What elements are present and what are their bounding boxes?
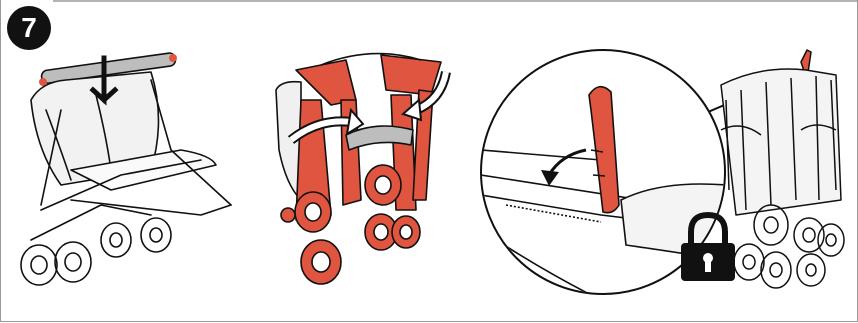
wheel	[295, 192, 331, 232]
wheel-axle	[31, 205, 151, 240]
wheel	[301, 240, 341, 284]
wheel	[754, 205, 788, 245]
panel-folded-frame	[276, 54, 441, 284]
handle-end-cap	[169, 54, 177, 62]
wheel-hub	[281, 208, 295, 222]
panel-fold-stroller	[21, 52, 231, 285]
folded-seat	[721, 69, 841, 215]
panel-folded-locked	[721, 50, 844, 288]
wheel	[101, 223, 131, 257]
wheel	[761, 252, 791, 288]
wheel	[797, 254, 825, 286]
wheel	[734, 244, 764, 280]
hinge-left	[296, 60, 356, 105]
wheel	[365, 165, 401, 205]
frame-tube	[151, 80, 231, 205]
hinge-right	[381, 55, 441, 95]
wheel	[818, 224, 844, 256]
wheel	[141, 218, 171, 252]
wheel	[21, 245, 57, 285]
wheel	[392, 216, 420, 248]
wheel	[55, 242, 91, 282]
